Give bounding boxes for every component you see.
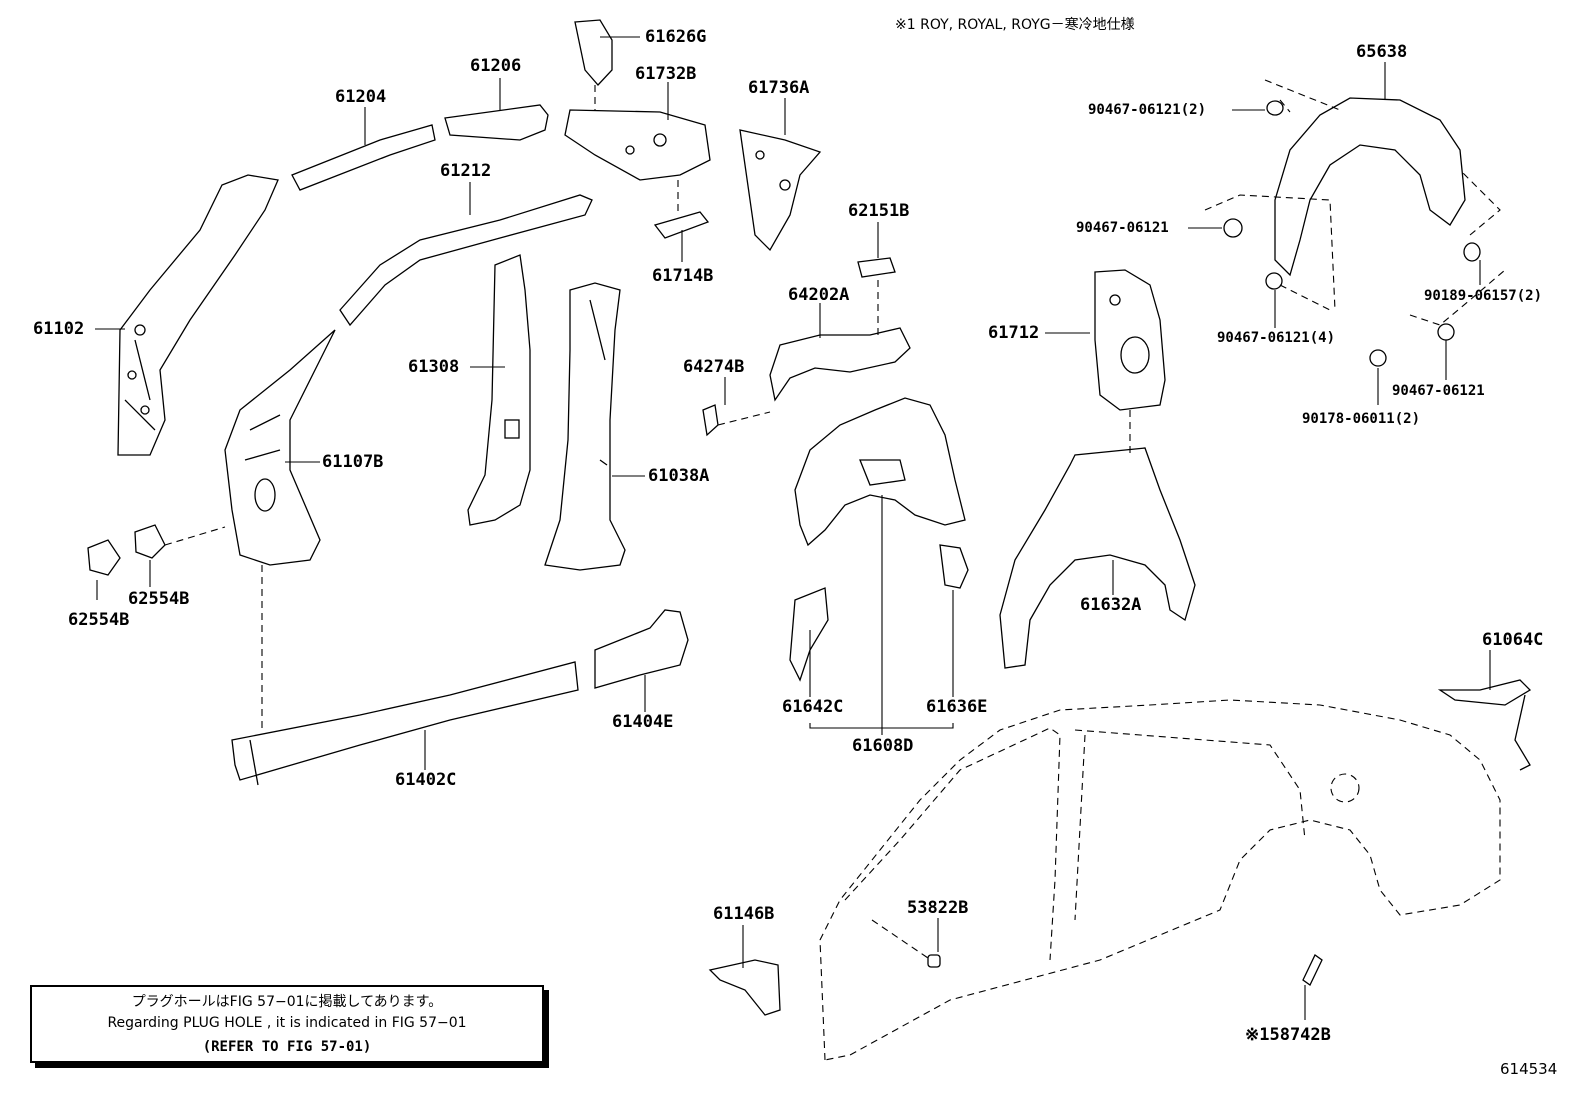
part-label-61404E[interactable]: 61404E [612,712,674,732]
plug-note-japanese: プラグホールはFIG 57−01に掲載してあります。 [131,994,443,1010]
plug-patch-a-part[interactable] [87,539,121,576]
part-label-62554B-a[interactable]: 62554B [128,589,190,609]
bracket-61146B-part[interactable] [708,959,781,1016]
part-label-58742B[interactable]: ※158742B [1245,1025,1331,1045]
wheel-arch-outer-part[interactable] [999,447,1196,669]
pillar-inner-61736A-part[interactable] [739,129,822,252]
part-label-61642C[interactable]: 61642C [782,697,844,717]
part-label-61102[interactable]: 61102 [33,319,85,339]
wheel-house-inner-part[interactable] [794,397,966,547]
strip-58742B-part[interactable] [1302,954,1323,986]
rocker-rear-part[interactable] [594,609,689,689]
front-pillar-lower-part[interactable] [224,329,336,566]
pad-62151B-part[interactable] [857,257,896,278]
clip-f3[interactable] [1463,242,1481,262]
part-label-61636E[interactable]: 61636E [926,697,988,717]
clip-f4[interactable] [1265,272,1283,290]
part-label-62151B[interactable]: 62151B [848,201,910,221]
part-label-61714B[interactable]: 61714B [652,266,714,286]
body-side-outline [819,699,1501,1061]
clip-f5[interactable] [1437,323,1455,341]
part-label-61212[interactable]: 61212 [440,161,492,181]
part-label-62554B-b[interactable]: 62554B [68,610,130,630]
plug-hole-note-box: プラグホールはFIG 57−01に掲載してあります。 Regarding PLU… [30,985,544,1063]
package-tray-part[interactable] [769,327,911,402]
leader-lines [95,36,1491,1020]
bracket-61064C-part[interactable] [1437,679,1532,771]
front-pillar-part[interactable] [117,174,279,456]
part-label-65638[interactable]: 65638 [1356,42,1408,62]
quarter-panel-upper-part[interactable] [564,109,711,181]
assembly-dashes [164,79,1506,959]
part-label-90467-06121-4[interactable]: 90467-06121(4) [1217,330,1336,346]
part-label-90189-06157[interactable]: 90189-06157(2) [1424,288,1543,304]
part-label-61204[interactable]: 61204 [335,87,387,107]
bracket-61626G-part[interactable] [574,19,613,86]
part-label-90467-06121-a[interactable]: 90467-06121 [1076,220,1169,236]
roof-rail-inner-part[interactable] [339,194,593,327]
figure-number: 614534 [1500,1060,1558,1078]
part-label-61608D[interactable]: 61608D [852,736,914,756]
quarter-inner-panel-part[interactable] [1094,269,1166,411]
bracket-64274B-part[interactable] [702,404,719,437]
center-pillar-outer-part[interactable] [544,282,626,571]
part-label-61712[interactable]: 61712 [988,323,1040,343]
part-label-61626G[interactable]: 61626G [645,27,707,47]
clip-f1[interactable] [1266,100,1284,116]
part-label-61402C[interactable]: 61402C [395,770,457,790]
part-label-64202A[interactable]: 64202A [788,285,850,305]
part-label-61038A[interactable]: 61038A [648,466,710,486]
extension-61642C-part[interactable] [789,587,829,682]
plug-patch-b-part[interactable] [134,524,166,559]
applicability-note: ※1 ROY, ROYAL, ROYG－寒冷地仕様 [895,17,1135,33]
part-label-90467-06121-b[interactable]: 90467-06121 [1392,383,1485,399]
roof-rail-rear-part[interactable] [444,104,549,141]
part-label-90467-06121-2a[interactable]: 90467-06121(2) [1088,102,1207,118]
part-label-61308[interactable]: 61308 [408,357,460,377]
part-label-61146B[interactable]: 61146B [713,904,775,924]
bracket-61714B-part[interactable] [653,211,710,239]
plug-53822B-part[interactable] [927,954,941,968]
roof-rail-outer-part[interactable] [291,124,436,191]
part-label-61206[interactable]: 61206 [470,56,522,76]
part-label-61736A[interactable]: 61736A [748,78,810,98]
part-label-61064C[interactable]: 61064C [1482,630,1544,650]
wheel-liner-part[interactable] [1274,97,1466,277]
part-label-61632A[interactable]: 61632A [1080,595,1142,615]
plug-note-english: Regarding PLUG HOLE , it is indicated in… [107,1015,467,1031]
part-label-61732B[interactable]: 61732B [635,64,697,84]
extension-61636E-part[interactable] [939,544,969,589]
part-label-64274B[interactable]: 64274B [683,357,745,377]
center-pillar-inner-part[interactable] [467,254,531,526]
part-label-90178-06011[interactable]: 90178-06011(2) [1302,411,1421,427]
clip-f2[interactable] [1223,218,1243,238]
part-label-61107B[interactable]: 61107B [322,452,384,472]
plug-note-reference[interactable]: (REFER TO FIG 57-01) [202,1039,372,1055]
clip-f6[interactable] [1369,349,1387,367]
part-label-53822B[interactable]: 53822B [907,898,969,918]
rocker-panel-part[interactable] [231,661,579,786]
